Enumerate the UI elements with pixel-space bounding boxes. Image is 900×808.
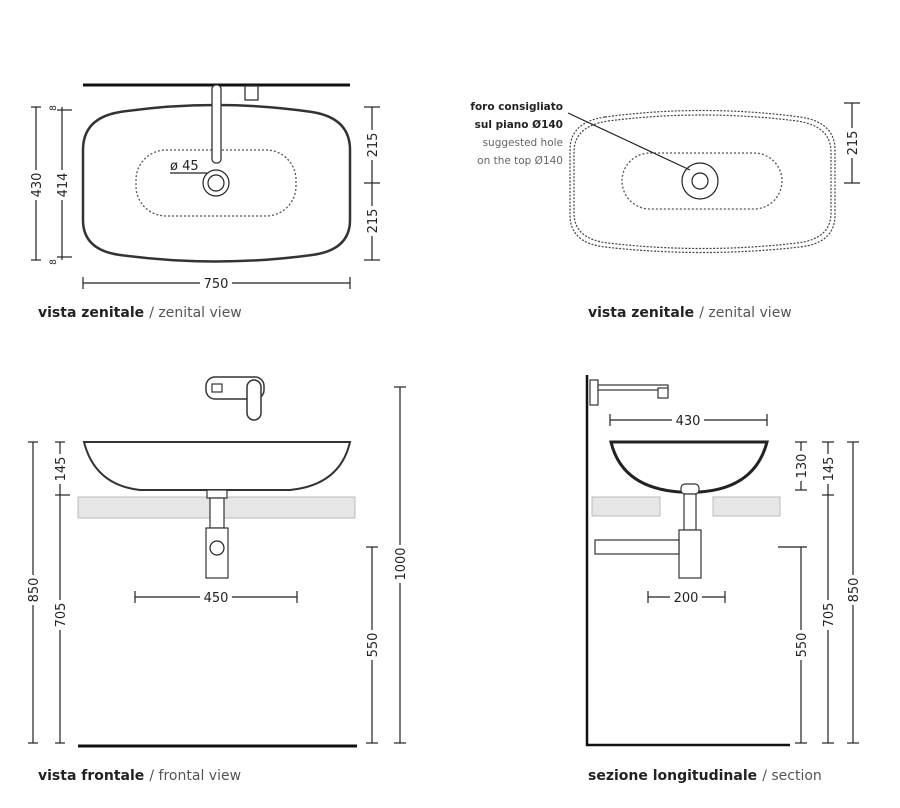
- dim-200: 200: [647, 589, 726, 606]
- faucet-spout: [211, 84, 222, 164]
- basin-bottom-dotted: [621, 152, 783, 210]
- leader-line: [567, 112, 691, 171]
- dim-145-705: 145 705: [820, 441, 837, 744]
- svg-text:215: 215: [846, 131, 861, 156]
- countertop-right: [712, 496, 781, 517]
- dim-430: 430: [28, 106, 45, 261]
- basin-outline-inner: [573, 114, 832, 250]
- svg-text:145: 145: [54, 457, 69, 482]
- section-view: 430 200 130 550 145 705 850 sezione long…: [585, 375, 862, 784]
- wall-pipe: [594, 539, 680, 555]
- svg-text:705: 705: [54, 603, 69, 628]
- svg-text:8: 8: [49, 105, 59, 111]
- svg-text:1000: 1000: [394, 547, 409, 580]
- siphon-trap: [678, 529, 702, 579]
- svg-text:850: 850: [847, 578, 862, 603]
- drain-hole: [202, 169, 230, 197]
- svg-text:430: 430: [676, 414, 701, 429]
- dim-215: 215: [844, 102, 861, 184]
- dim-850: 850: [25, 441, 42, 744]
- svg-text:8: 8: [49, 259, 59, 265]
- top-view-right: foro consigliato sul piano Ø140 suggeste…: [470, 101, 861, 321]
- faucet-lever: [244, 85, 259, 101]
- basin-front: [82, 441, 352, 491]
- svg-text:850: 850: [27, 578, 42, 603]
- svg-text:450: 450: [204, 591, 229, 606]
- svg-text:215: 215: [366, 133, 381, 158]
- siphon-trap: [205, 527, 229, 579]
- note-en-line1: suggested hole: [483, 137, 563, 149]
- svg-text:550: 550: [795, 633, 810, 658]
- caption-top-right: vista zenitale / zenital view: [588, 302, 792, 321]
- caption-top-left: vista zenitale / zenital view: [38, 302, 242, 321]
- dim-850: 850: [845, 441, 862, 744]
- basin-outline-outer: [569, 109, 836, 254]
- faucet: [205, 376, 265, 421]
- dim-414: 414 8 8: [49, 105, 72, 265]
- svg-text:145: 145: [822, 457, 837, 482]
- caption-bottom-right: sezione longitudinale / section: [588, 765, 822, 784]
- siphon-cap: [209, 540, 225, 556]
- basin-section: [609, 440, 769, 494]
- dim-430: 430: [609, 412, 768, 429]
- dim-450: 450: [134, 589, 298, 606]
- dim-130: 130: [793, 441, 810, 491]
- hole-diameter-label: ø 45: [170, 159, 199, 174]
- note-en-line2: on the top Ø140: [477, 155, 563, 167]
- svg-text:430: 430: [30, 173, 45, 198]
- caption-bottom-left: vista frontale / frontal view: [38, 765, 241, 784]
- dim-550: 550: [364, 546, 381, 744]
- drain-valve: [680, 483, 700, 495]
- top-view-left: ø 45 430 414 8 8 215 215 750 vista zenit…: [28, 83, 381, 321]
- basin-outline: [81, 103, 352, 263]
- svg-text:215: 215: [366, 209, 381, 234]
- drain-pipe: [209, 497, 225, 529]
- svg-text:550: 550: [366, 633, 381, 658]
- svg-text:130: 130: [795, 454, 810, 479]
- drain-inner: [691, 172, 709, 190]
- dim-550: 550: [778, 546, 810, 744]
- svg-text:705: 705: [822, 603, 837, 628]
- drain-valve: [206, 489, 228, 499]
- wall-floor-line: [585, 375, 790, 747]
- faucet-side: [589, 379, 669, 406]
- note-it-line1: foro consigliato: [470, 101, 563, 113]
- suggested-hole: [681, 162, 719, 200]
- note-it-line2: sul piano Ø140: [475, 119, 563, 131]
- dim-215-215: 215 215: [364, 106, 381, 261]
- countertop-left: [591, 496, 661, 517]
- dim-1000: 1000: [392, 386, 409, 744]
- dim-145-705: 145 705: [52, 441, 70, 744]
- svg-text:750: 750: [204, 277, 229, 292]
- frontal-view: 850 145 705 1000 550 450 vista frontale …: [25, 376, 409, 784]
- drain-inner: [207, 174, 225, 192]
- dim-750: 750: [82, 275, 351, 292]
- drain-pipe: [683, 493, 697, 531]
- svg-text:200: 200: [674, 591, 699, 606]
- svg-text:414: 414: [56, 173, 71, 198]
